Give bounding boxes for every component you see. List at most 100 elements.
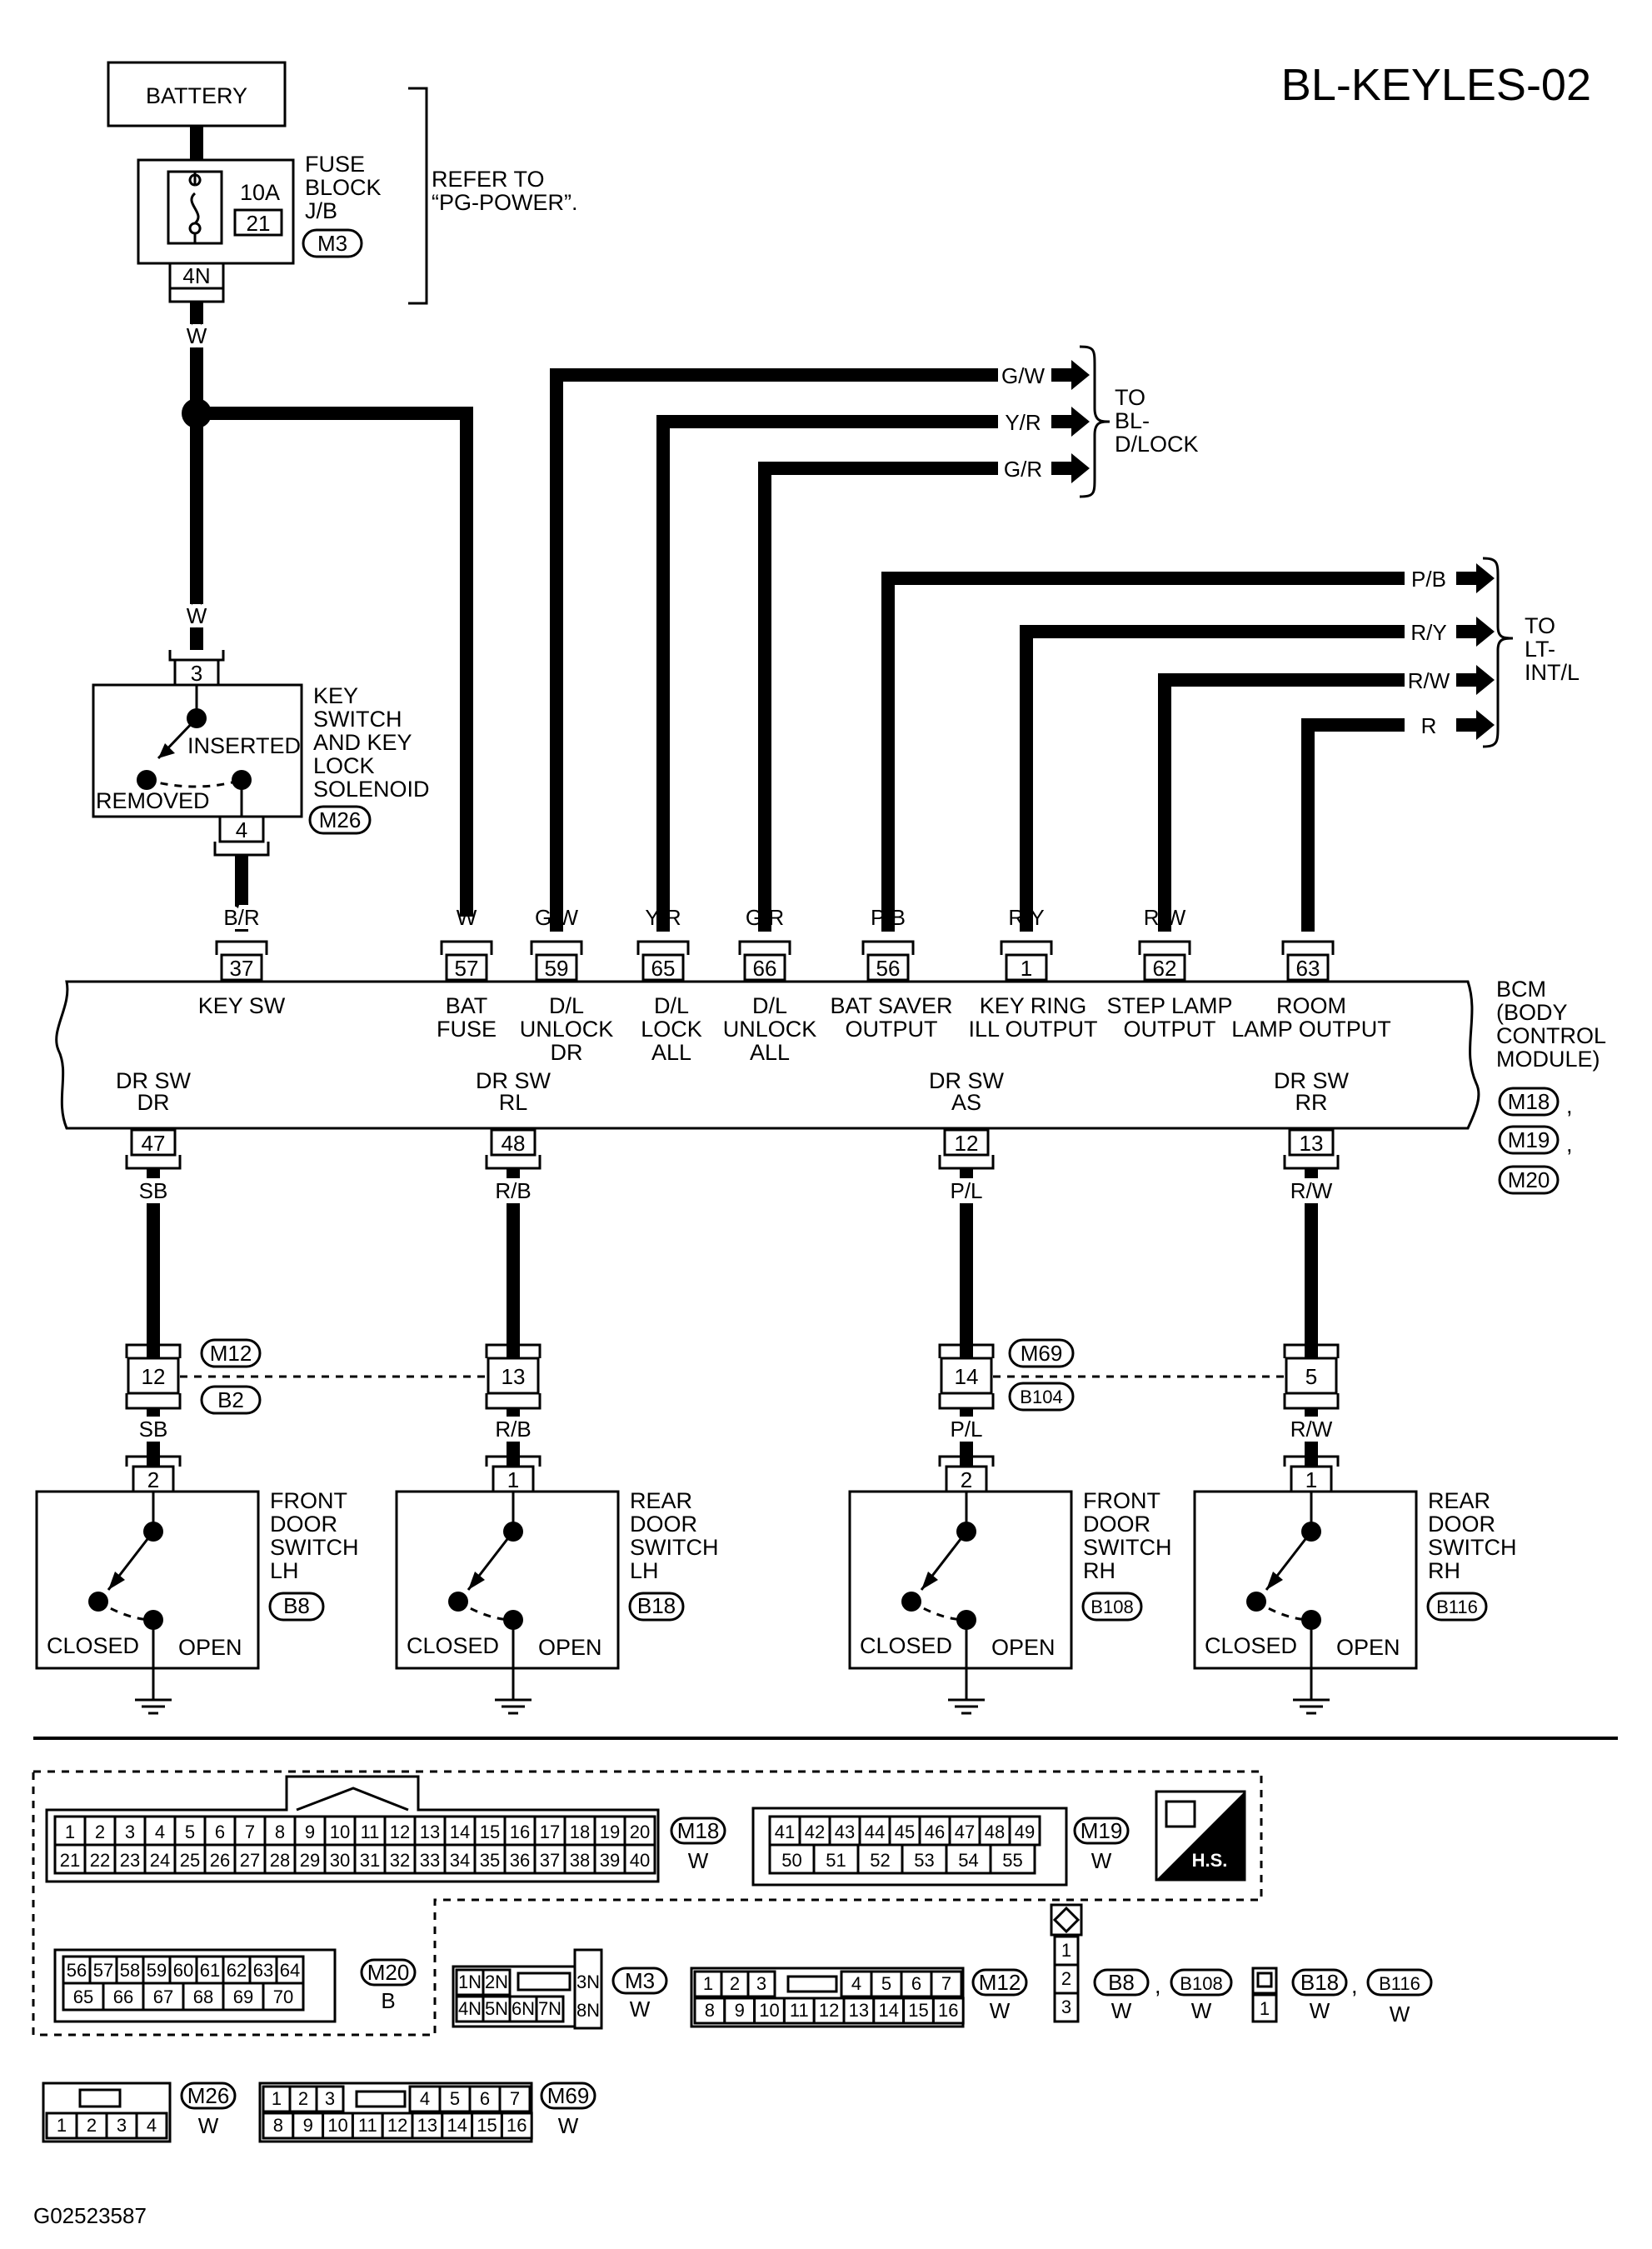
bcm-terminal-label: DR	[551, 1040, 583, 1065]
joint-pin-5: 5	[1283, 1343, 1340, 1410]
switch-connector-tag: B18	[637, 1593, 676, 1618]
bcm-label: BCM (BODY CONTROL MODULE) M18 , M19 , M2…	[1496, 977, 1606, 1195]
svg-text:R/Y: R/Y	[1008, 905, 1044, 930]
connector-pin: 16	[510, 1822, 530, 1842]
bcm-pin-63: 63	[1281, 940, 1335, 982]
connector-pin: 43	[835, 1822, 855, 1842]
connector-tag: M20	[367, 1960, 410, 1985]
switch-pin-number: 2	[147, 1467, 159, 1492]
switch-label: SWITCH	[1083, 1535, 1171, 1560]
switch-label: DOOR	[270, 1512, 337, 1537]
svg-text:M18: M18	[1508, 1089, 1550, 1114]
key-switch: 3 INSERTED REMOVED 4 KEY SWITCH AND KEY …	[92, 650, 430, 857]
svg-text:M3: M3	[317, 231, 347, 256]
joint-pin-number: 12	[142, 1364, 166, 1389]
connector-pin: 52	[870, 1850, 890, 1871]
bcm-terminal-label: UNLOCK	[723, 1017, 817, 1042]
bcm-pin-66: 66	[738, 940, 791, 982]
connector-pin: 7	[941, 1973, 951, 1994]
connector-pin: 9	[303, 2115, 313, 2136]
svg-text:G/R: G/R	[1004, 457, 1042, 482]
connector-pin: 1N	[458, 1972, 482, 1992]
bcm-terminal-label: DR SW	[116, 1068, 192, 1093]
connector-pin: 57	[93, 1960, 113, 1981]
svg-text:CONTROL: CONTROL	[1496, 1023, 1606, 1048]
bcm-pin-number: 65	[651, 956, 676, 981]
connector-pin: 2	[298, 2088, 308, 2109]
joint-pin-number: 13	[502, 1364, 526, 1389]
connector-pin: 5	[450, 2088, 460, 2109]
bcm-terminal-label: LOCK	[641, 1017, 702, 1042]
joint-pin-13: 13	[485, 1343, 542, 1410]
svg-text:,: ,	[1566, 1132, 1573, 1157]
connector-pin: 53	[914, 1850, 934, 1871]
bcm-pin-number: 56	[876, 956, 901, 981]
connector-pin: 60	[173, 1960, 193, 1981]
connector-color: B	[381, 1988, 395, 2013]
bcm-terminal-label: ALL	[750, 1040, 790, 1065]
switch-label: LH	[270, 1558, 299, 1583]
svg-text:R/W: R/W	[1408, 668, 1450, 693]
svg-text:REFER TO: REFER TO	[432, 167, 545, 192]
connector-pin: 3	[325, 2088, 335, 2109]
connector-pin: 7	[245, 1822, 255, 1842]
svg-text:BL-: BL-	[1115, 408, 1150, 433]
diagram-title: BL-KEYLES-02	[1281, 60, 1591, 110]
switch-pin-number: 2	[961, 1467, 972, 1492]
connector-color: W	[558, 2113, 579, 2138]
svg-text:SB: SB	[139, 1178, 168, 1203]
connector-pin: 36	[510, 1850, 530, 1871]
connector-pin: 13	[417, 2115, 437, 2136]
connector-group-outline	[32, 1770, 1263, 2037]
connector-color: W	[1191, 1998, 1212, 2023]
svg-text:B104: B104	[1020, 1387, 1062, 1407]
svg-text:LOCK: LOCK	[313, 753, 375, 778]
connector-tag: B8	[1108, 1970, 1135, 1995]
bcm-pin-1: 1	[1000, 940, 1053, 982]
connector-pin: 55	[1002, 1850, 1022, 1871]
connector-pin: 50	[781, 1850, 801, 1871]
connector-pin: 3	[756, 1973, 766, 1994]
connector-color: W	[688, 1848, 709, 1873]
connector-pin: 4	[155, 1822, 165, 1842]
svg-text:LT-: LT-	[1525, 637, 1555, 662]
bcm-terminal-label: ALL	[651, 1040, 691, 1065]
svg-text:R: R	[1421, 713, 1437, 738]
svg-text:P/L: P/L	[950, 1417, 982, 1442]
connector-pin: 10	[327, 2115, 347, 2136]
connector-pin: 6	[911, 1973, 921, 1994]
connector-pin: 2N	[485, 1972, 508, 1992]
svg-text:Y/R: Y/R	[645, 905, 681, 930]
closed-label: CLOSED	[407, 1633, 499, 1658]
switch-label: DOOR	[1428, 1512, 1495, 1537]
svg-text:R/B: R/B	[495, 1178, 531, 1203]
connector-tag: M3	[625, 1968, 655, 1993]
bcm-terminal-label: ILL OUTPUT	[968, 1017, 1097, 1042]
connector-pin: 6	[480, 2088, 490, 2109]
figure-id: G02523587	[33, 2203, 147, 2228]
connector-pin: 15	[908, 2000, 928, 2021]
joint-pin-number: 5	[1305, 1364, 1317, 1389]
connector-pin: 45	[895, 1822, 915, 1842]
svg-text:G/W: G/W	[535, 905, 578, 930]
connector-pin: 14	[450, 1822, 470, 1842]
bcm-module	[55, 980, 1480, 1130]
connector-pin: 16	[938, 2000, 958, 2021]
bcm-pin-number: 62	[1153, 956, 1177, 981]
connector-pin: 47	[955, 1822, 975, 1842]
connector-pin: 5	[881, 1973, 891, 1994]
connector-pin: 9	[735, 2000, 745, 2021]
connector-pin: 8	[273, 2115, 283, 2136]
connector-pin: 4	[420, 2088, 430, 2109]
switch-pin-number: 1	[1305, 1467, 1317, 1492]
connector-pin: 8N	[576, 2000, 600, 2021]
